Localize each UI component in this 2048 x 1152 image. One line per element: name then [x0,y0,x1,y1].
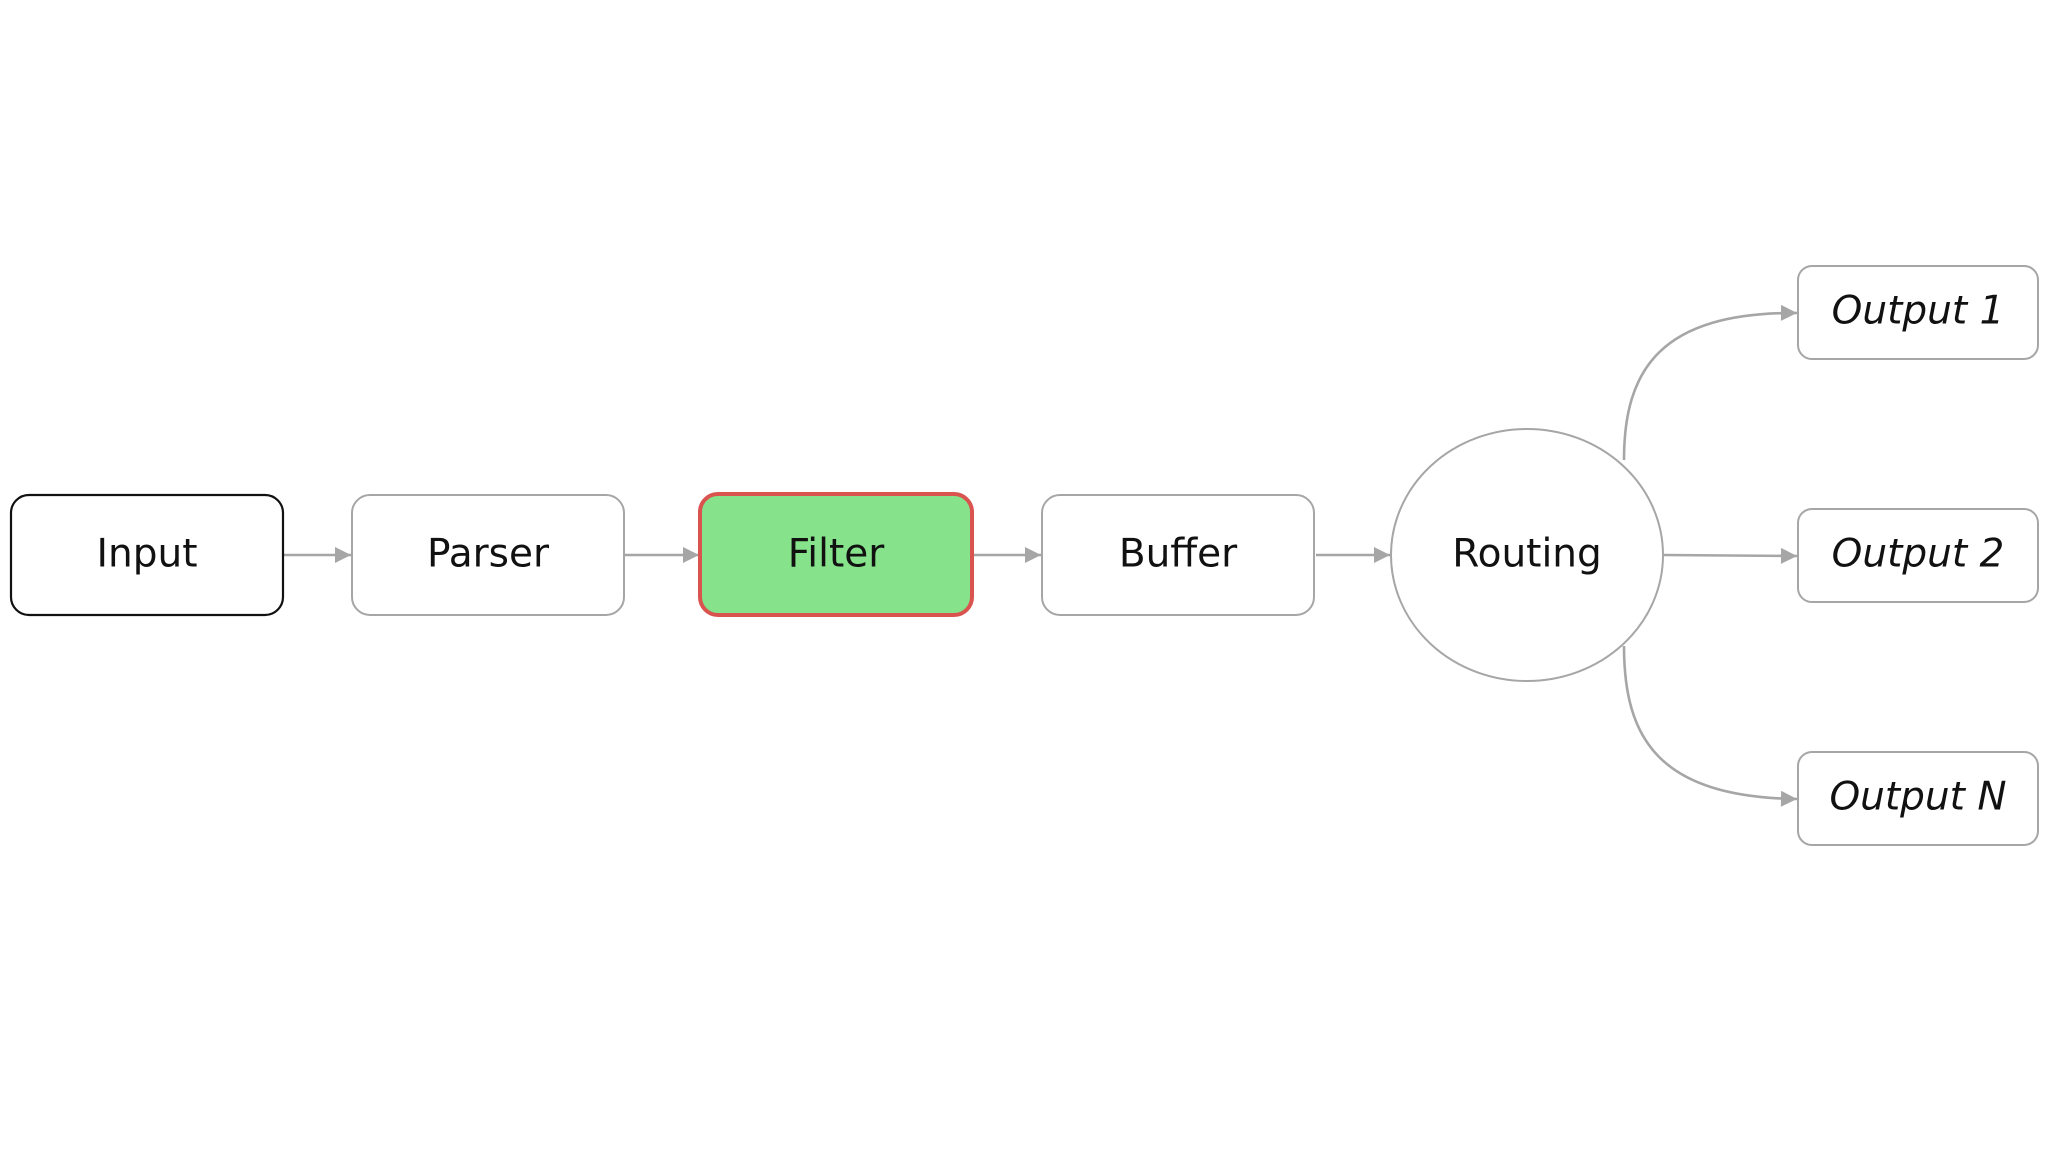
node-filter-label: Filter [788,532,886,577]
node-outputN[interactable]: Output N [1797,751,2039,846]
node-output1-box [1797,265,2039,360]
node-parser-box [351,494,625,616]
node-parser[interactable]: Parser [351,494,625,616]
node-outputN-box [1797,751,2039,846]
edge-routing-output1 [1622,304,1798,461]
node-buffer[interactable]: Buffer [1041,494,1315,616]
node-routing[interactable]: Routing [1390,428,1664,682]
node-filter-box [698,492,974,617]
node-parser-label: Parser [427,532,550,577]
node-output1-label: Output 1 [1832,289,2005,334]
node-routing-label: Routing [1452,532,1602,577]
node-filter[interactable]: Filter [698,492,974,617]
node-output2-box [1797,508,2039,603]
node-input-box [9,493,285,617]
node-buffer-label: Buffer [1119,532,1238,577]
edges [284,304,1798,807]
node-input-label: Input [97,532,198,577]
node-outputN-label: Output N [1829,775,2006,820]
node-output2-label: Output 2 [1832,532,2005,577]
node-routing-ellipse [1390,428,1664,682]
node-input[interactable]: Input [9,493,285,617]
edge-routing-output2 [1663,547,1798,564]
node-output2[interactable]: Output 2 [1797,508,2039,603]
node-buffer-box [1041,494,1315,616]
node-output1[interactable]: Output 1 [1797,265,2039,360]
edge-routing-outputN [1622,645,1798,807]
